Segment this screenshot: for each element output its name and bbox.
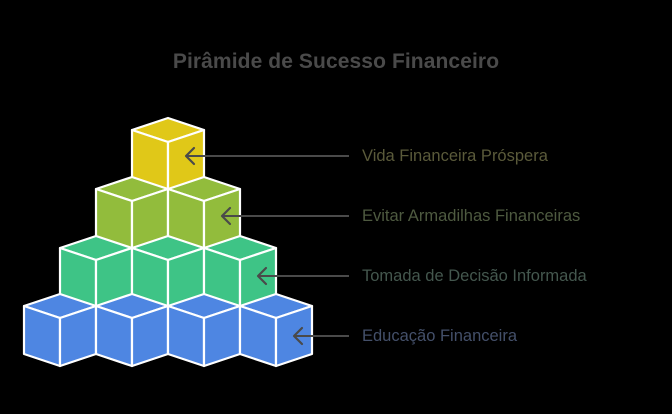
cube-level-4 bbox=[166, 292, 242, 368]
level-label-evitar-armadilhas: Evitar Armadilhas Financeiras bbox=[362, 207, 581, 225]
cube-level-3 bbox=[130, 234, 206, 310]
cube-level-4 bbox=[22, 292, 98, 368]
cube-level-4 bbox=[94, 292, 170, 368]
arrow-left-icon bbox=[220, 206, 349, 226]
level-label-tomada-de-decisao: Tomada de Decisão Informada bbox=[362, 267, 587, 285]
cube-level-2 bbox=[166, 175, 242, 251]
cube-level-2 bbox=[94, 175, 170, 251]
arrow-left-icon bbox=[184, 146, 349, 166]
arrow-left-icon bbox=[256, 266, 349, 286]
cube-level-3 bbox=[202, 234, 278, 310]
level-label-educacao-financeira: Educação Financeira bbox=[362, 327, 518, 345]
diagram-title: Pirâmide de Sucesso Financeiro bbox=[172, 50, 500, 73]
cube-level-1 bbox=[130, 116, 206, 192]
arrow-left-icon bbox=[292, 326, 349, 346]
level-label-vida-financeira-prospera: Vida Financeira Próspera bbox=[362, 147, 548, 165]
